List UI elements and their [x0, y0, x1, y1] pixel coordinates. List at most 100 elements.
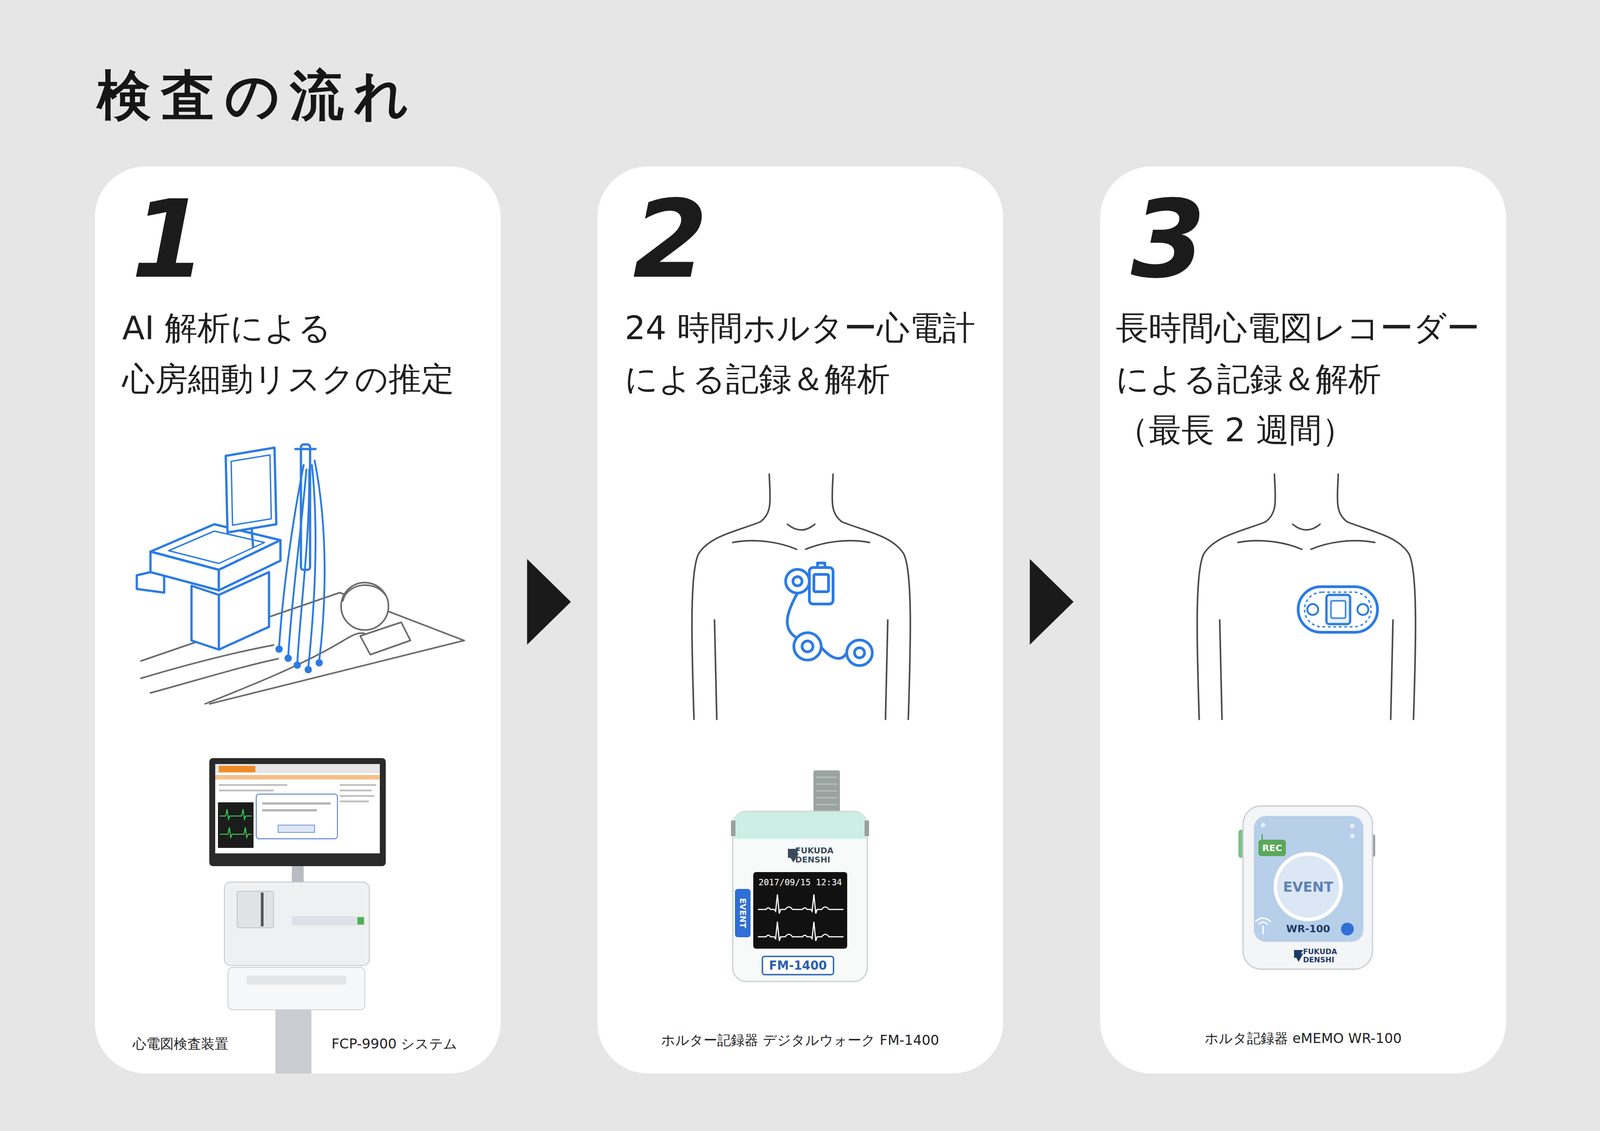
text-slot: ホルタ記録器 eMEMO WR-100: [1100, 1029, 1507, 1048]
patient-body: [205, 633, 365, 705]
clip-texture: [816, 777, 838, 805]
screen-dialog: [256, 794, 338, 839]
wr100-device: [1238, 806, 1376, 970]
text-slot: （最長 2 週間）: [1115, 404, 1355, 456]
lead-clip: [315, 659, 323, 667]
torso-with-patch: [1197, 474, 1416, 720]
step-heading: 長時間心電図レコーダー による記録＆解析: [1115, 302, 1495, 405]
printer-unit: [224, 882, 370, 966]
cart-body: [191, 572, 270, 650]
patch-device: [1326, 595, 1351, 625]
screen-dialog-line: [262, 809, 317, 812]
patient-lineart: [140, 582, 465, 705]
cart-tray: [136, 572, 165, 593]
cart-recess: [168, 531, 265, 564]
patch-device-face: [1330, 600, 1346, 619]
label-slot: FUKUDA DENSHI: [1303, 947, 1338, 964]
device-screen: [753, 872, 848, 949]
screen-line: [339, 800, 369, 803]
maker-logo: FUKUDA DENSHI: [1303, 947, 1338, 964]
status-led: [1350, 833, 1355, 839]
screen-line: [339, 784, 377, 787]
lead-cables: [279, 460, 325, 668]
pillow: [360, 622, 411, 655]
stand-column: [275, 1007, 312, 1074]
holter-nub: [817, 563, 825, 569]
device-caption: ホルター記録器 デジタルウォーク FM-1400: [661, 1031, 939, 1050]
text-slot: FCP-9900 システム: [331, 1035, 458, 1053]
lead-clip: [293, 661, 301, 669]
device-caption: FCP-9900 システム: [331, 1035, 458, 1053]
screen-datetime: 2017/09/15 12:34: [758, 877, 842, 888]
patient-arm: [140, 645, 279, 694]
electrode: [785, 569, 810, 594]
lead-clip: [304, 666, 312, 674]
text-slot: 長時間心電図レコーダー による記録＆解析: [1115, 302, 1495, 405]
text-slot: 心電図検査装置: [132, 1035, 229, 1053]
screen-line: [339, 789, 372, 792]
device-body: [732, 811, 868, 982]
flow-arrow: [1003, 559, 1101, 645]
model-name: FM-1400: [769, 959, 828, 973]
bed-outline: [140, 592, 465, 705]
patch-electrode: [1307, 604, 1319, 616]
side-button: [1238, 829, 1246, 859]
screen-line: [339, 795, 375, 798]
label-slot: EVENT: [1283, 879, 1334, 895]
ecg-trace: [757, 921, 844, 942]
paper-slot: [237, 891, 274, 928]
device-caption: ホルタ記録器 eMEMO WR-100: [1204, 1029, 1402, 1048]
electrode-center: [792, 576, 803, 586]
title-slot: 検査の流れ: [97, 63, 420, 129]
model-name: WR-100: [1286, 923, 1331, 935]
text-slot: AI 解析による 心房細動リスクの推定: [122, 302, 492, 405]
step-note: （最長 2 週間）: [1115, 404, 1355, 456]
holter-pouch: [809, 567, 834, 605]
screen-dialog-line: [262, 802, 331, 805]
belt-clip: [813, 770, 840, 817]
holter-on-chest: [785, 563, 873, 666]
monitor-screen: [215, 764, 380, 854]
device-top-band: [733, 812, 867, 839]
patch-inner: [1304, 592, 1372, 627]
text-slot: 3: [1130, 186, 1206, 294]
monitor-bezel: [209, 758, 386, 867]
step-number: 3: [1130, 186, 1206, 294]
label-slot: FUKUDA DENSHI: [795, 846, 834, 865]
step-panel: 3長時間心電図レコーダー による記録＆解析（最長 2 週間） ホルタ記録器 eME…: [1100, 166, 1507, 1074]
model-plate: [762, 956, 834, 975]
ecg-trace: [757, 894, 844, 914]
fcp-device: [209, 758, 386, 1074]
button-label: EVENT: [738, 898, 748, 929]
page-title: 検査の流れ: [97, 63, 420, 129]
cart-top: [150, 524, 281, 570]
patient-head: [341, 582, 389, 631]
step-number: 2: [632, 186, 708, 294]
lead-cable: [297, 469, 310, 664]
cart-side: [150, 551, 219, 591]
lead-clip: [275, 645, 283, 653]
side-notch: [864, 820, 870, 837]
drawer-handle: [246, 975, 347, 985]
text-slot: 24 時間ホルター心電計 による記録＆解析: [624, 302, 995, 405]
step-heading: 24 時間ホルター心電計 による記録＆解析: [624, 302, 995, 405]
torso-outline: [692, 474, 911, 720]
screen-tab: [218, 766, 256, 773]
pole-hook: [295, 448, 316, 451]
status-led: [1260, 823, 1266, 828]
lead-cable: [288, 469, 307, 657]
holter-window: [813, 574, 829, 592]
ecg-cart-lineart: [136, 444, 325, 674]
electrode-center: [802, 641, 813, 653]
step-panel: 224 時間ホルター心電計 による記録＆解析ホルター記録器 デジタルウォーク F…: [597, 166, 1004, 1074]
electrode: [846, 640, 873, 666]
lead-cable: [308, 465, 316, 668]
step-heading: AI 解析による 心房細動リスクの推定: [122, 302, 492, 405]
arrow-head: [1030, 559, 1074, 645]
torso-with-holter: [692, 474, 911, 720]
patient-hair: [342, 585, 386, 601]
screen-topbar: [215, 764, 380, 774]
lead-clip: [284, 654, 292, 663]
device-body: [1242, 806, 1373, 970]
